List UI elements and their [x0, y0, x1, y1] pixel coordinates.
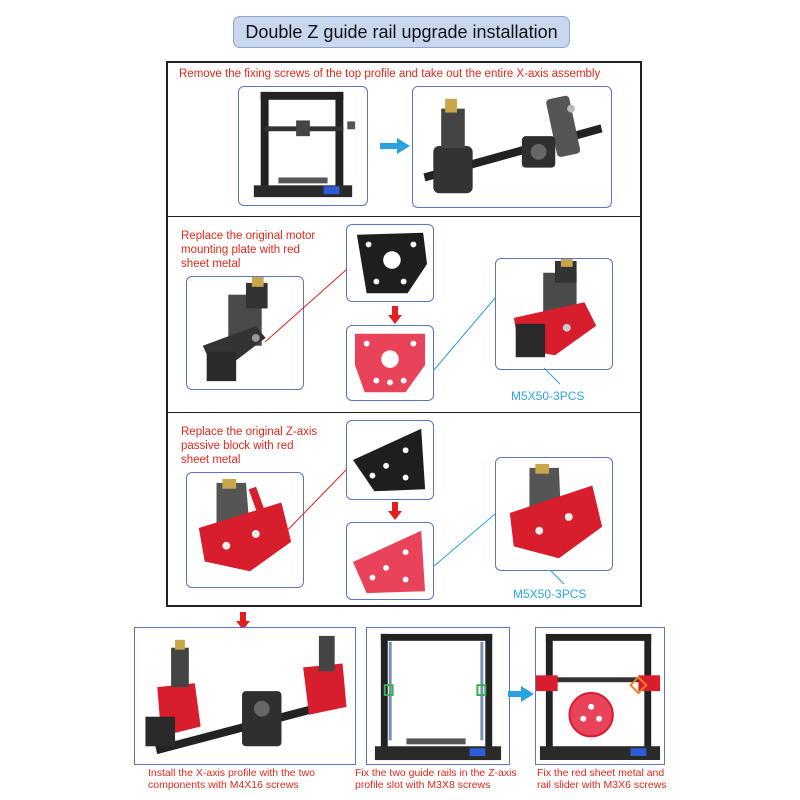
- section-divider-1: [166, 216, 642, 217]
- bottom-mid-caption-line2: profile slot with M3X8 screws: [355, 779, 491, 791]
- step1-arrow-icon: [380, 138, 410, 154]
- step2-screw-label: M5X50-3PCS: [511, 389, 585, 403]
- slider-install-image: [535, 627, 665, 765]
- step2-caption-line2: mounting plate with red: [181, 244, 300, 256]
- step3-screw-pointer: [549, 569, 565, 585]
- steps-frame: [166, 61, 642, 607]
- bottom-left-caption-line1: Install the X-axis profile with the two: [148, 767, 315, 779]
- page-title: Double Z guide rail upgrade installation: [233, 16, 570, 48]
- bottom-right-caption: Fix the red sheet metal and rail slider …: [537, 767, 687, 791]
- red-motor-plate-image: [346, 325, 434, 401]
- step3-caption: Replace the original Z-axis passive bloc…: [181, 425, 351, 467]
- step3-connector-lines: [277, 469, 496, 567]
- step3-caption-line2: passive block with red: [181, 440, 294, 452]
- step3-caption-line3: sheet metal: [181, 454, 241, 466]
- black-motor-plate-image: [346, 224, 434, 302]
- bottom-left-caption-line2: components with M4X16 screws: [148, 779, 299, 791]
- x-axis-install-image: [134, 627, 356, 765]
- red-z-plate-image: [346, 522, 434, 600]
- step3-down-arrow-icon: [388, 502, 402, 520]
- bottom-down-arrow-icon: [236, 612, 250, 630]
- step3-screw-label: M5X50-3PCS: [513, 587, 587, 601]
- printer-front-image: [238, 86, 368, 206]
- bottom-mid-caption-line1: Fix the two guide rails in the Z-axis: [355, 767, 517, 779]
- motor-mount-original-image: [186, 276, 304, 390]
- step2-caption-line3: sheet metal: [181, 258, 241, 270]
- section-divider-2: [166, 412, 642, 413]
- bottom-arrow-icon: [508, 686, 534, 702]
- motor-mount-upgraded-image: [495, 258, 613, 370]
- step2-screw-pointer: [543, 367, 561, 385]
- step2-connector-lines: [264, 269, 496, 371]
- bottom-right-caption-line1: Fix the red sheet metal and: [537, 767, 665, 779]
- step1-caption: Remove the fixing screws of the top prof…: [179, 68, 601, 80]
- bottom-right-caption-line2: rail slider with M3X6 screws: [537, 779, 667, 791]
- step2-caption: Replace the original motor mounting plat…: [181, 229, 351, 271]
- step2-caption-line1: Replace the original motor: [181, 230, 316, 242]
- bottom-left-caption: Install the X-axis profile with the two …: [148, 767, 358, 791]
- bottom-mid-caption: Fix the two guide rails in the Z-axis pr…: [355, 767, 535, 791]
- black-z-plate-image: [346, 420, 434, 500]
- z-block-upgraded-image: [495, 457, 613, 571]
- guide-rail-install-image: [366, 627, 510, 765]
- step3-caption-line1: Replace the original Z-axis: [181, 426, 318, 438]
- step2-down-arrow-icon: [388, 306, 402, 324]
- x-axis-assembly-image: [412, 86, 612, 208]
- z-block-original-image: [186, 472, 304, 588]
